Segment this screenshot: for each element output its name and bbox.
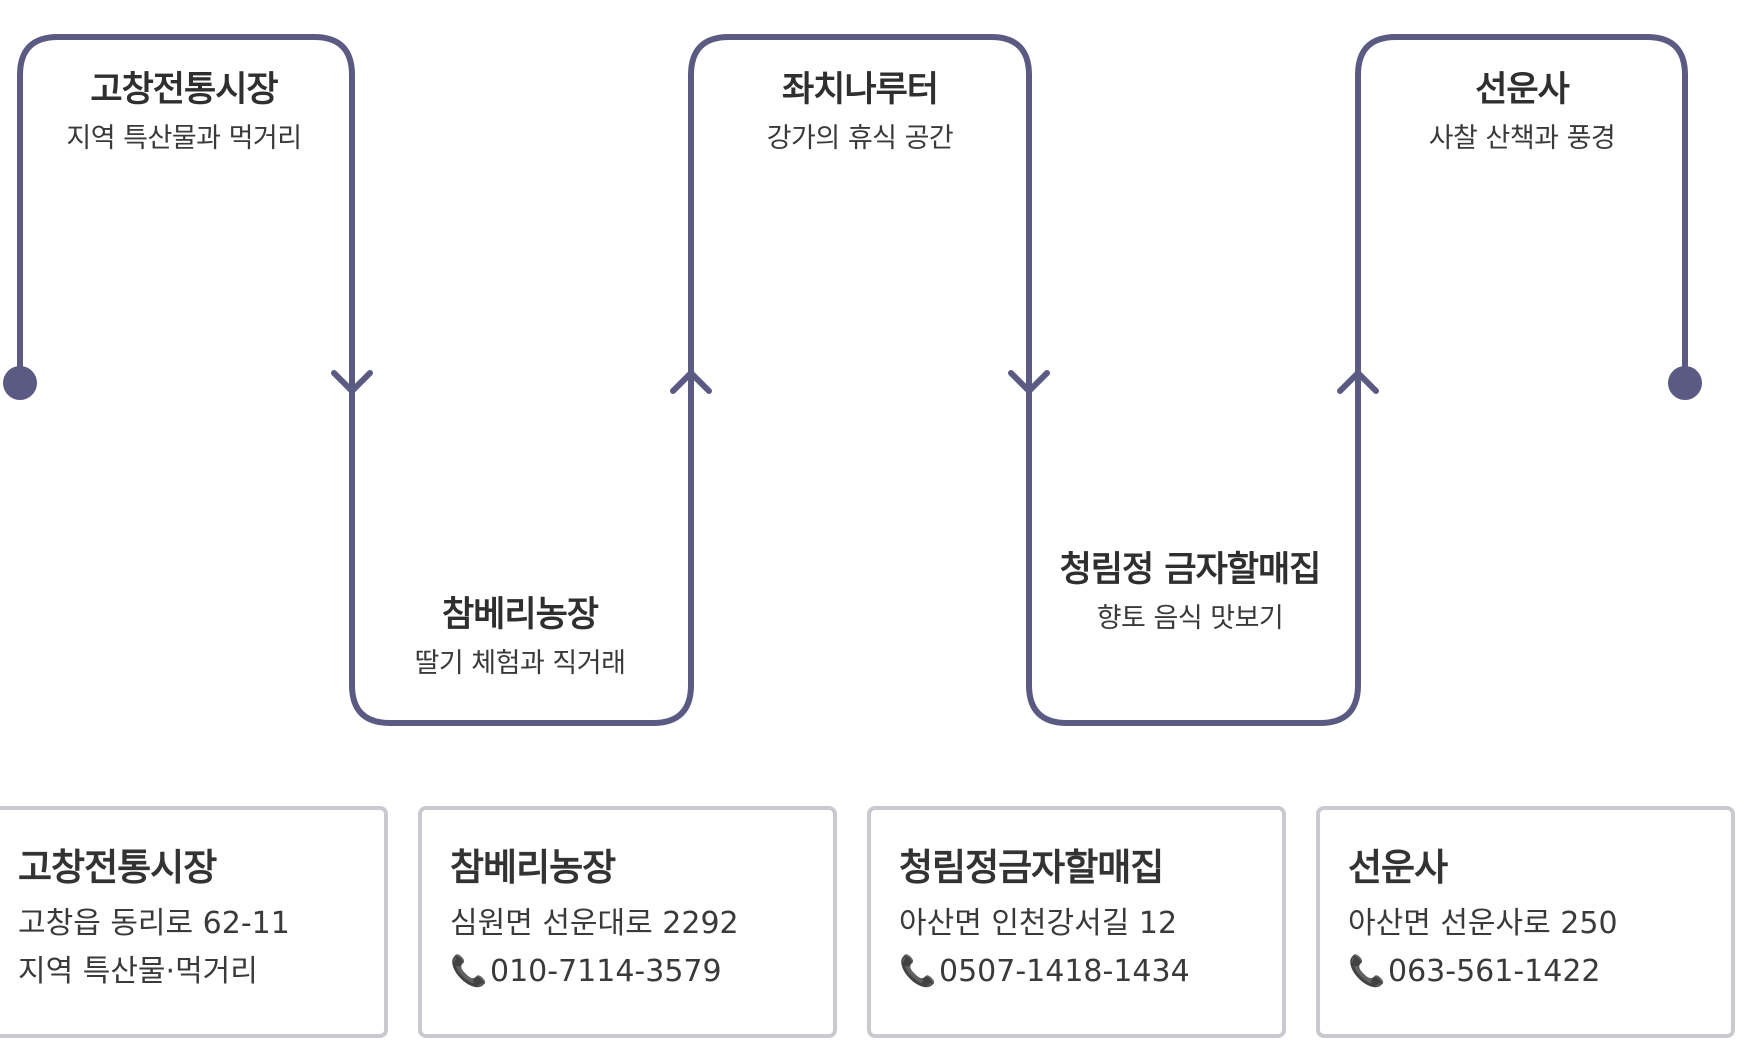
phone-icon: 📞 bbox=[899, 954, 937, 989]
phone-number[interactable]: 010-7114-3579 bbox=[490, 954, 722, 989]
phone-icon: 📞 bbox=[1348, 954, 1386, 989]
stop-name: 고창전통시장 bbox=[90, 70, 278, 110]
stop-name: 좌치나루터 bbox=[781, 70, 939, 110]
stop-description: 강가의 휴식 공간 bbox=[766, 123, 954, 154]
stop-description: 지역 특산물과 먹거리 bbox=[66, 123, 302, 154]
card-title: 선운사 bbox=[1348, 846, 1448, 889]
phone-number[interactable]: 063-561-1422 bbox=[1388, 954, 1601, 989]
stop-name: 선운사 bbox=[1475, 70, 1570, 110]
route-stop-4: 청림정 금자할매집 향토 음식 맛보기 bbox=[1045, 548, 1335, 636]
card-phone: 📞010-7114-3579 bbox=[450, 954, 805, 990]
route-stop-3: 좌치나루터 강가의 휴식 공간 bbox=[710, 68, 1010, 156]
route-end-dot bbox=[1668, 366, 1702, 400]
stop-name: 청림정 금자할매집 bbox=[1059, 550, 1322, 590]
stop-description: 딸기 체험과 직거래 bbox=[414, 648, 626, 679]
route-line-diagram bbox=[3, 34, 1702, 726]
card-title: 참베리농장 bbox=[450, 846, 616, 889]
info-card-berry-farm: 참베리농장 심원면 선운대로 2292 📞010-7114-3579 bbox=[418, 806, 837, 1038]
card-title: 고창전통시장 bbox=[18, 846, 217, 889]
info-card-restaurant: 청림정금자할매집 아산면 인천강서길 12 📞0507-1418-1434 bbox=[867, 806, 1286, 1038]
arrow-down-icon bbox=[1008, 370, 1050, 394]
stop-description: 사찰 산책과 풍경 bbox=[1428, 123, 1616, 154]
route-stop-1: 고창전통시장 지역 특산물과 먹거리 bbox=[34, 68, 334, 156]
route-stop-5: 선운사 사찰 산책과 풍경 bbox=[1372, 68, 1672, 156]
stop-description: 향토 음식 맛보기 bbox=[1096, 603, 1284, 634]
info-card-temple: 선운사 아산면 선운사로 250 📞063-561-1422 bbox=[1316, 806, 1735, 1038]
card-phone: 📞063-561-1422 bbox=[1348, 954, 1703, 990]
phone-number[interactable]: 0507-1418-1434 bbox=[939, 954, 1190, 989]
card-title: 청림정금자할매집 bbox=[899, 846, 1164, 889]
card-address: 고창읍 동리로 62-11 bbox=[18, 906, 290, 941]
route-stop-2: 참베리농장 딸기 체험과 직거래 bbox=[370, 593, 670, 681]
stop-name: 참베리농장 bbox=[441, 595, 599, 635]
arrow-up-icon bbox=[1337, 370, 1379, 394]
info-card-market: 고창전통시장 고창읍 동리로 62-11 지역 특산물·먹거리 bbox=[0, 806, 388, 1038]
route-start-dot bbox=[3, 366, 37, 400]
phone-icon: 📞 bbox=[450, 954, 488, 989]
arrow-down-icon bbox=[331, 370, 373, 394]
card-address: 심원면 선운대로 2292 bbox=[450, 906, 739, 941]
card-address: 아산면 선운사로 250 bbox=[1348, 906, 1618, 941]
card-address: 아산면 인천강서길 12 bbox=[899, 906, 1178, 941]
card-note: 지역 특산물·먹거리 bbox=[18, 954, 258, 989]
route-path bbox=[17, 34, 1688, 726]
arrow-up-icon bbox=[670, 370, 712, 394]
card-phone: 📞0507-1418-1434 bbox=[899, 954, 1254, 990]
